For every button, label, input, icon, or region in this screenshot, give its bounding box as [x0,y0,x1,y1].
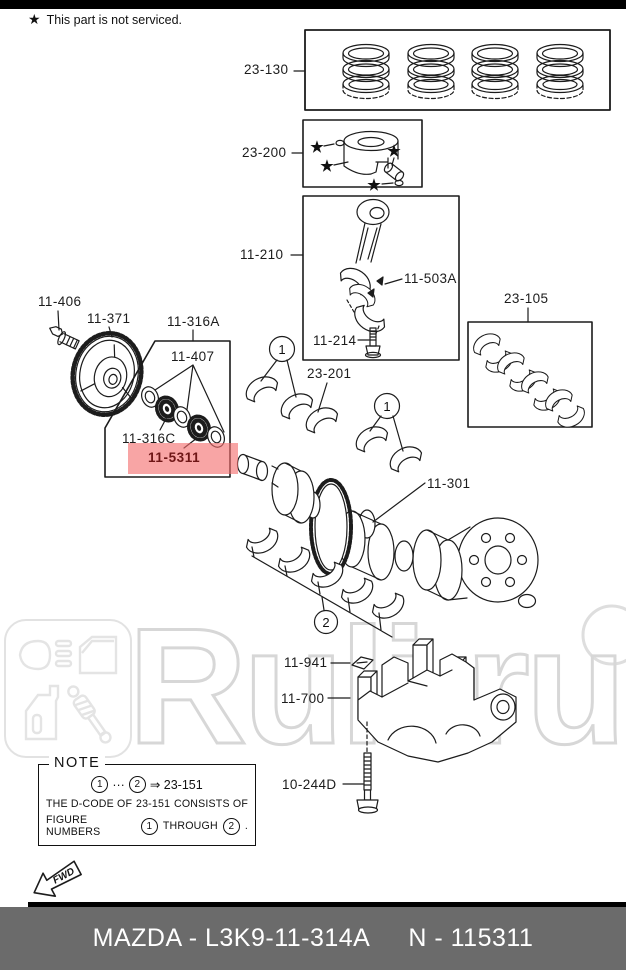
part-label-11-5311: 11-5311 [148,450,201,465]
callout-2: 2 [128,776,146,793]
crank-bolt-11-406 [49,326,80,350]
part-label-11-941: 11-941 [284,655,328,670]
piston-box: ★ ★ ★ ★ [291,119,423,194]
crank-sprocket-11-371 [70,331,144,417]
star-icon: ★ [367,177,381,194]
callout-1: 1 [140,817,158,835]
note-row2-b: 23-151 [135,798,171,810]
block-bolt [342,752,379,814]
legend-not-serviced: ★ This part is not serviced. [28,11,182,28]
seal-kit-box-11-316A [104,329,231,478]
woodruff-key [330,656,374,670]
part-label-11-316A: 11-316A [167,314,220,329]
note-result: ⇒ 23-151 [149,778,203,792]
star-icon: ★ [310,139,324,156]
callout-1: 1 [91,776,109,793]
lower-main-bearings: 2 [243,525,410,638]
part-label-23-201: 23-201 [307,366,352,381]
note-row-3: FIGURE NUMBERS 1 THROUGH 2 . [39,814,255,838]
part-label-11-316C: 11-316C [122,431,176,446]
piston-rings-box [293,29,611,111]
crankshaft [236,453,539,609]
watermark-circle [581,604,626,666]
note-row-1: 1 ··· 2 ⇒ 23-151 [39,776,255,793]
callout-1: 1 [383,399,390,414]
part-label-10-244D: 10-244D [282,777,337,792]
legend-text: This part is not serviced. [46,12,183,27]
star-icon: ★ [28,11,41,27]
part-label-11-214: 11-214 [313,333,357,348]
note-row2-a: THE D-CODE OF [46,798,133,810]
upper-main-bearings: 1 1 [240,335,425,475]
note-row3-b: THROUGH [162,820,218,832]
note-row2-c: CONSISTS OF [173,798,248,810]
lower-block [327,638,517,763]
fwd-arrow: FWD [33,860,82,897]
top-black-bar [0,0,626,9]
star-icon: ★ [320,158,334,175]
rod-bolt [364,327,382,359]
oil-can-icon [24,684,60,741]
note-dots: ··· [112,777,125,792]
diagram-canvas: ★ ★ ★ ★ [33,29,611,897]
bottom-rule [28,902,626,907]
part-label-11-301: 11-301 [427,476,471,491]
part-label-11-371: 11-371 [87,311,131,326]
highlight-11-5311 [128,443,238,474]
main-bearing-set-box [467,307,593,433]
headlight-icon [18,639,73,671]
callout-1: 1 [278,342,285,357]
footer-ref-number: N - 115311 [408,924,534,952]
note-row3-a: FIGURE NUMBERS [46,814,101,838]
callout-2: 2 [322,615,329,630]
star-icon: ★ [387,143,401,160]
part-label-11-407: 11-407 [171,349,215,364]
note-row3-c: . [244,820,248,832]
part-label-11-406: 11-406 [38,294,82,309]
part-label-23-105: 23-105 [504,291,549,306]
footer-bar: MAZDA - L3K9-11-314A N - 115311 [0,907,626,970]
part-label-23-200: 23-200 [242,145,287,160]
part-label-11-700: 11-700 [281,691,325,706]
connecting-rod-box [290,195,460,361]
shock-absorber-icon [67,685,112,744]
note-box: NOTE 1 ··· 2 ⇒ 23-151 THE D-CODE OF 23-1… [38,755,256,846]
part-label-11-210: 11-210 [240,247,284,262]
car-door-icon [78,635,118,675]
footer-part-code: MAZDA - L3K9-11-314A [92,924,371,952]
note-row-2: THE D-CODE OF 23-151 CONSISTS OF [39,798,255,810]
part-label-23-130: 23-130 [244,62,289,77]
note-title: NOTE [49,755,106,771]
part-label-11-503A: 11-503A [403,271,458,286]
watermark-logo [4,619,132,758]
callout-2: 2 [222,817,240,835]
